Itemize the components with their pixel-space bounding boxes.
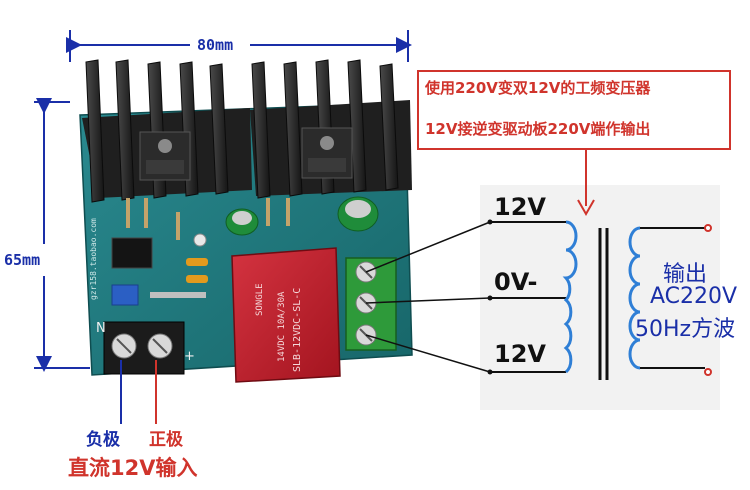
screw-terminal-icon: N +	[96, 321, 195, 375]
width-dimension-label: 80mm	[197, 36, 234, 54]
svg-text:14VDC 10A/30A: 14VDC 10A/30A	[277, 291, 287, 362]
transformer-note-box	[417, 70, 731, 150]
tap-label-center: 0V-	[494, 268, 538, 296]
svg-text:+: +	[184, 349, 195, 364]
components-area	[111, 198, 290, 306]
height-dimension	[34, 98, 90, 372]
output-terminal-bottom	[704, 368, 712, 376]
svg-text:gzr158.taobao.com: gzr158.taobao.com	[89, 218, 98, 300]
relay-icon: SLB-12VDC-SL-C 14VDC 10A/30A SONGLE	[231, 247, 341, 383]
output-label-line1: 输出	[663, 262, 708, 287]
primary-leads	[490, 221, 566, 373]
heatsink-icon	[250, 59, 412, 199]
height-dimension-label: 65mm	[4, 251, 41, 269]
connection-dots	[487, 219, 493, 375]
coil-icon	[562, 220, 578, 374]
transformer-note-line2: 12V接逆变驱动板220V端作输出	[425, 120, 651, 138]
coil-icon	[628, 226, 641, 370]
tap-label-top: 12V	[494, 193, 546, 221]
capacitor-icon	[225, 208, 259, 236]
heatsink-icon	[82, 59, 252, 203]
dc-input-label: 直流12V输入	[68, 456, 198, 480]
svg-text:SONGLE: SONGLE	[255, 283, 265, 316]
note-arrow	[577, 148, 595, 217]
svg-text:SLB-12VDC-SL-C: SLB-12VDC-SL-C	[292, 288, 303, 372]
output-label-line3: 50Hz方波	[635, 317, 736, 342]
svg-text:N: N	[96, 321, 106, 336]
transformer-note-line1: 使用220V变双12V的工频变压器	[425, 79, 651, 97]
width-dimension	[66, 30, 412, 62]
connection-lines	[365, 221, 491, 373]
output-label-line2: AC220V	[650, 284, 738, 309]
transformer-core	[598, 228, 609, 380]
capacitor-icon	[337, 196, 379, 232]
output-terminal-top	[704, 224, 712, 232]
secondary-leads	[640, 227, 705, 369]
positive-terminal-label: 正极	[149, 430, 183, 450]
tap-label-bottom: 12V	[494, 340, 546, 368]
negative-terminal-label: 负极	[86, 430, 120, 450]
